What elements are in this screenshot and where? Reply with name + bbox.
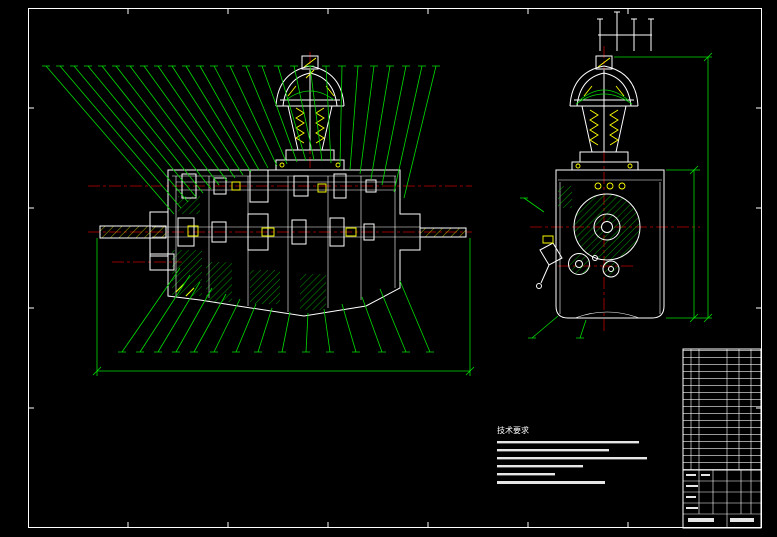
end-housing-inner-lines xyxy=(558,179,662,319)
tower-spring-right xyxy=(609,109,619,146)
leader-lines-top xyxy=(42,65,440,215)
tower-spring-left xyxy=(589,109,599,146)
title-block-area xyxy=(682,348,762,529)
tower-dome-hatch-green xyxy=(575,89,633,105)
input-shaft-end xyxy=(99,225,167,239)
tech-requirements-text-lines xyxy=(497,441,647,484)
tower-base-bolt xyxy=(279,162,285,168)
lever-bracket-highlight xyxy=(542,235,554,244)
tower-knob-hatch xyxy=(303,57,317,68)
title-block-grid xyxy=(683,470,761,528)
main-section-view xyxy=(99,169,467,317)
text-line xyxy=(497,457,647,460)
shift-pattern-diagram xyxy=(597,11,654,51)
side-end-view xyxy=(536,169,665,319)
gears-section xyxy=(177,169,377,251)
cover-bolt-circle xyxy=(594,182,602,190)
housing-outline xyxy=(167,169,421,317)
dimension-end-view xyxy=(520,52,713,339)
drain-lever xyxy=(539,242,563,284)
output-shaft-end xyxy=(419,227,467,238)
text-line xyxy=(497,449,609,452)
gear-bore-circle xyxy=(601,221,613,233)
end-housing-outline xyxy=(555,169,665,319)
hatch-patch xyxy=(178,196,200,214)
shift-gate-lines xyxy=(597,11,654,51)
tech-requirements-heading: 技术要求 xyxy=(497,425,529,435)
text-line xyxy=(497,481,605,484)
text-mark xyxy=(686,474,696,476)
tower-dome-hatch-yellow xyxy=(583,85,625,97)
text-mark xyxy=(686,496,696,498)
tower-base-bolt xyxy=(575,163,581,169)
text-mark xyxy=(686,507,698,509)
tower-dome xyxy=(569,65,639,153)
border-tick-marks xyxy=(28,8,762,528)
border-rect xyxy=(28,8,762,528)
dimension-lines xyxy=(614,52,713,323)
text-line xyxy=(497,441,639,444)
text-mark xyxy=(686,485,698,487)
leader-lines-bottom xyxy=(118,267,434,353)
tower-spring-right xyxy=(315,107,325,144)
section-hatch-patches xyxy=(172,196,326,310)
tower-dome xyxy=(275,65,345,151)
hatch-patch xyxy=(300,274,326,310)
tower-base-bolt xyxy=(335,162,341,168)
parts-list-rows xyxy=(683,349,761,470)
drain-plug-circle xyxy=(536,283,542,289)
hatch-patch xyxy=(250,270,280,304)
tower-base-bolt xyxy=(627,163,633,169)
synchronizer-highlights xyxy=(175,181,357,297)
text-mark xyxy=(688,518,714,522)
dimension-overall-width xyxy=(92,238,475,376)
leader-lines-top-fan xyxy=(45,65,437,215)
dimension-lines xyxy=(92,238,475,376)
small-gear-bore xyxy=(575,260,583,268)
drawing-frame xyxy=(28,8,762,528)
hatch-patch xyxy=(206,262,232,302)
text-mark xyxy=(701,474,710,476)
parts-list-columns xyxy=(690,349,752,470)
tower-base xyxy=(571,151,639,171)
tower-base xyxy=(275,149,345,171)
housing-internal-walls xyxy=(152,175,420,312)
tower-spring-left xyxy=(295,107,305,144)
reverse-idler xyxy=(149,253,175,271)
shift-tower-left xyxy=(275,55,345,171)
end-view-leaders xyxy=(520,197,587,339)
idler-bore xyxy=(608,266,614,272)
tower-knob-hatch xyxy=(597,57,611,68)
text-line xyxy=(497,473,555,476)
tower-knob xyxy=(595,55,613,70)
tech-requirements: 技术要求 xyxy=(497,425,647,484)
tower-dome-hatch-green xyxy=(285,90,335,101)
pin-circle xyxy=(592,255,598,261)
leader-lines-bottom-fan xyxy=(121,267,431,353)
tower-knob xyxy=(301,55,319,70)
gear-hub-circle xyxy=(593,213,621,241)
shift-tower-right xyxy=(569,55,639,171)
hatch-patch xyxy=(558,186,572,208)
text-mark xyxy=(730,518,754,522)
cover-bolt-circle xyxy=(618,182,626,190)
title-block-text-marks xyxy=(686,474,754,522)
cover-bolt-circle xyxy=(606,182,614,190)
text-line xyxy=(497,465,583,468)
